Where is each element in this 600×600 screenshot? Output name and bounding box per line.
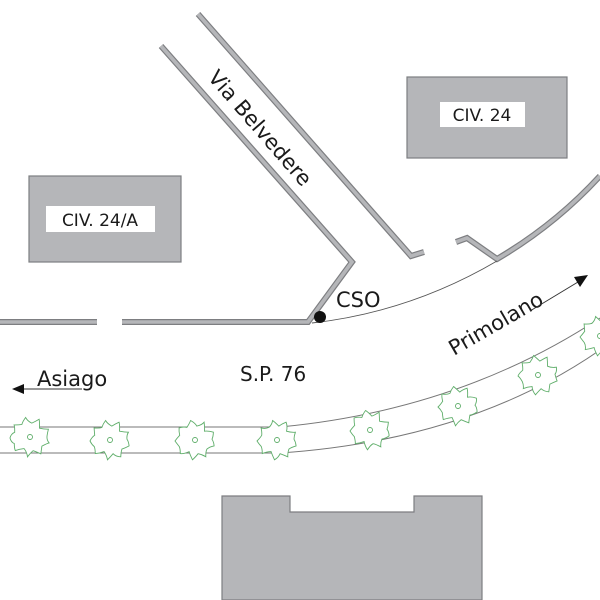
asiago-label: Asiago (37, 367, 107, 391)
sp76-label: S.P. 76 (240, 362, 306, 386)
tree-trunk (108, 438, 113, 443)
tree-icon (580, 317, 600, 356)
primolano-arrow-icon (574, 275, 588, 287)
tree-icon (175, 421, 214, 460)
direction-primolano: Primolano (445, 275, 589, 360)
cso-marker[interactable] (314, 311, 326, 323)
tree-icon (438, 387, 477, 426)
primolano-label: Primolano (445, 287, 548, 360)
tree-trunk (368, 428, 373, 433)
tree-icon (10, 418, 49, 457)
tree-trunk (536, 373, 541, 378)
tree-trunk (28, 435, 33, 440)
tree-trunk (193, 438, 198, 443)
asiago-arrow-icon (12, 384, 24, 394)
civ-24-label: CIV. 24 (453, 106, 512, 126)
tree-canopy (580, 317, 600, 356)
cso-label: CSO (336, 288, 381, 312)
direction-asiago: Asiago (12, 367, 107, 394)
civ-24a-label: CIV. 24/A (62, 211, 138, 231)
building-civ-24a[interactable]: CIV. 24/A (29, 176, 181, 262)
tree-icon (90, 421, 129, 460)
tree-trunk (456, 404, 461, 409)
building-south[interactable] (222, 496, 482, 600)
tree-trunk (275, 438, 280, 443)
building-civ-24[interactable]: CIV. 24 (407, 77, 567, 158)
